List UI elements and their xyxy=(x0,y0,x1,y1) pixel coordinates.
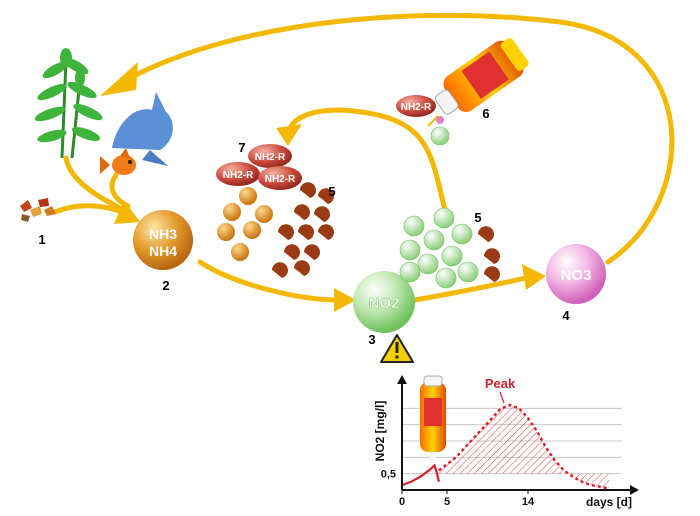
arrow-fish-to-ammonia xyxy=(109,172,131,209)
ammonia-nh3-label: NH3 xyxy=(149,226,177,242)
arrowhead-nitrite xyxy=(334,288,356,312)
plant-illustration xyxy=(34,48,103,159)
x-axis-label: days [d] xyxy=(586,495,632,509)
arrowhead-ammonia xyxy=(114,200,140,224)
x-tick-label: 0 xyxy=(399,496,405,508)
step-number-labels: 1 2 3 4 5 5 6 7 xyxy=(38,106,570,347)
peak-pointer xyxy=(499,391,505,404)
nitrifying-bacteria-group-a xyxy=(272,182,334,278)
chart-ticks: 0 5 14 0,5 xyxy=(381,469,535,508)
arrowhead-nitrate xyxy=(522,264,546,290)
step-label-2: 2 xyxy=(162,278,169,293)
nh2r-label: NH2-R xyxy=(255,152,286,163)
x-axis-arrowhead xyxy=(630,485,639,495)
nh2r-label: NH2-R xyxy=(265,174,296,185)
nitrate-sphere: NO3 xyxy=(546,244,606,304)
chart-product-bottle xyxy=(420,375,446,460)
step-label-6: 6 xyxy=(482,106,489,121)
arrowhead-nh2r xyxy=(276,124,302,146)
arrow-plants-to-ammonia xyxy=(63,155,131,215)
step-label-4: 4 xyxy=(562,308,570,323)
x-tick-label: 5 xyxy=(444,496,450,508)
nitrate-no3-label: NO3 xyxy=(561,267,592,284)
cycle-arrows xyxy=(52,12,675,303)
nitrifying-bacteria-group-b xyxy=(478,226,500,282)
peak-area-hatch xyxy=(438,405,609,489)
released-molecules: NH2-R xyxy=(396,95,450,146)
ammonium-nh4-label: NH4 xyxy=(149,243,177,259)
nh2r-molecules-group: NH2-R NH2-R NH2-R xyxy=(216,144,302,190)
arrowhead-plants xyxy=(100,62,138,96)
y-axis-arrowhead xyxy=(397,375,407,384)
arrow-ammonia-to-nitrite xyxy=(197,259,341,303)
arrow-nitrite-to-nitrate xyxy=(412,274,533,303)
step-label-7: 7 xyxy=(238,140,245,155)
orange-fish-illustration xyxy=(100,148,136,175)
nh2r-label: NH2-R xyxy=(401,102,432,113)
peak-annotation: Peak xyxy=(485,376,516,391)
arrow-nitrate-to-plants xyxy=(127,12,675,265)
x-tick-label: 14 xyxy=(522,496,535,508)
step-label-1: 1 xyxy=(38,232,45,247)
nitrite-chart: 0 5 14 0,5 Peak days [d] NO2 [mg/l] xyxy=(373,375,639,509)
blue-fish-illustration xyxy=(112,92,173,166)
small-nitrite-balls xyxy=(399,207,479,289)
step-label-3: 3 xyxy=(368,332,375,347)
step-label-5b: 5 xyxy=(474,210,481,225)
y-axis-label: NO2 [mg/l] xyxy=(373,401,387,462)
arrow-heads xyxy=(100,62,546,312)
nitrite-no2-label: NO2 xyxy=(369,295,400,312)
nh2r-label: NH2-R xyxy=(223,170,254,181)
bacteria-product-bottle xyxy=(434,38,529,115)
arrow-bacteria-to-nh2r xyxy=(287,107,448,213)
series-solid-line xyxy=(401,463,440,487)
small-ammonia-balls xyxy=(217,187,273,261)
warning-icon xyxy=(380,334,414,363)
ammonia-sphere: NH3 NH4 xyxy=(133,210,193,270)
y-tick-label: 0,5 xyxy=(381,469,396,481)
step-label-5a: 5 xyxy=(328,184,335,199)
food-flakes-illustration xyxy=(20,198,56,222)
nitrite-sphere: NO2 xyxy=(353,271,415,333)
